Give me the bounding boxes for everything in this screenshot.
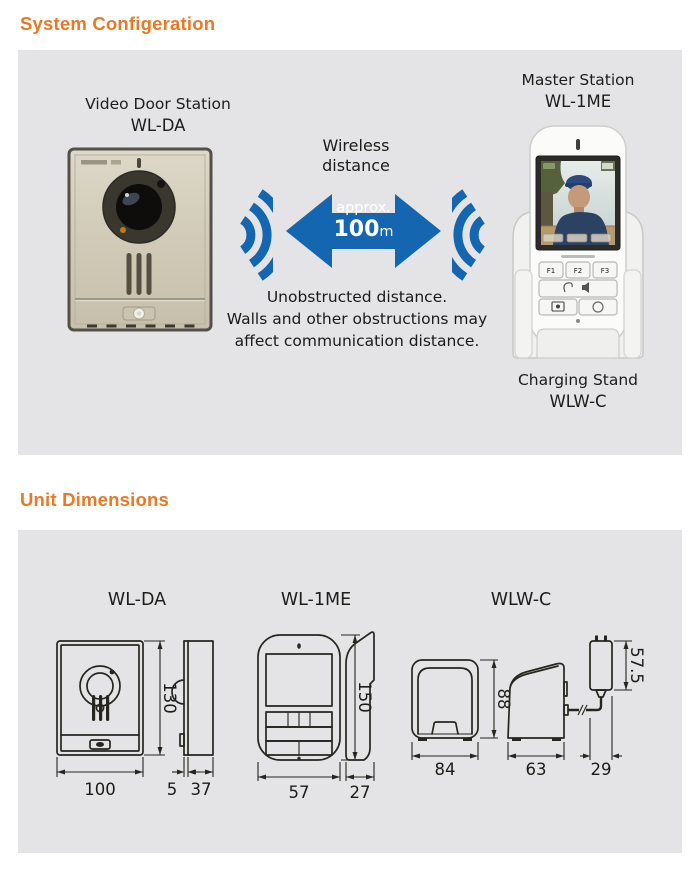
camera-led (120, 227, 126, 233)
monitor-icon (551, 301, 565, 312)
wl-da-dimension-drawing: 130 100 5 37 (56, 640, 214, 799)
talk-button (538, 279, 618, 298)
off-icon (592, 301, 604, 313)
master-station-label: Master Station WL-1ME (478, 70, 678, 112)
battery-indicator-icon (602, 163, 613, 169)
door-station-label: Video Door Station WL-DA (40, 94, 276, 136)
signal-waves-left-icon (239, 189, 273, 281)
wireless-distance-label: Wireless distance (256, 136, 456, 176)
cradle-front (536, 328, 620, 359)
wlw-c-height-value: 88 (494, 689, 513, 710)
f3-button (592, 261, 618, 279)
wlw-c-dimension-drawing: 88 84 63 57.5 (411, 635, 646, 779)
wl-da-width-value: 100 (84, 780, 116, 799)
wlw-c-adapter-height-value: 57.5 (627, 647, 646, 684)
master-station-label-line2: WL-1ME (544, 92, 612, 111)
master-station-image: F1 F2 F3 (512, 125, 644, 359)
handset-speaker-slot (576, 139, 580, 150)
f1-button-label: F1 (547, 267, 555, 275)
wireless-label-line2: distance (322, 156, 390, 175)
section-title-system-configuration: System Configeration (20, 13, 216, 34)
drain-slots (87, 324, 195, 328)
distance-note: Unobstructed distance. Walls and other o… (187, 286, 527, 352)
wl-da-depth-value: 37 (191, 780, 212, 799)
onscreen-buttons (542, 233, 612, 243)
wlw-c-title: WLW-C (490, 590, 552, 610)
wl-da-height-value: 130 (160, 682, 179, 714)
wireless-label-line1: Wireless (322, 136, 390, 155)
adapter-cable (568, 697, 603, 712)
charging-stand-label-line2: WLW-C (549, 392, 607, 411)
handset-brand-text (561, 255, 595, 258)
off-button (578, 298, 618, 316)
camera-lens (116, 184, 162, 230)
speaker-slot (146, 253, 152, 295)
distance-value: 100 (333, 216, 380, 242)
wl-1me-depth-value: 27 (350, 783, 371, 802)
man-face (568, 185, 590, 209)
handset-mic-dot (576, 319, 580, 323)
speaker-icon (585, 282, 589, 293)
wlw-c-width-value: 84 (435, 760, 456, 779)
f2-button-label: F2 (574, 267, 582, 275)
distance-unit: m (379, 223, 394, 240)
door-station-mic-slot (137, 158, 141, 168)
f2-button (565, 261, 591, 279)
f3-button-label: F3 (601, 267, 609, 275)
wlw-c-depth-value: 63 (526, 760, 547, 779)
wireless-distance-arrow (286, 194, 441, 268)
signal-waves-right-icon (452, 189, 486, 281)
wl-1me-title: WL-1ME (280, 590, 352, 610)
approx-label: approx. (336, 200, 391, 216)
wireless-distance-value: approx. 100m (284, 201, 443, 241)
wl-1me-width-value: 57 (289, 783, 310, 802)
note-line2: Walls and other obstructions may (226, 310, 488, 328)
wl-da-title: WL-DA (107, 590, 167, 610)
speaker-slot (136, 253, 142, 295)
door-station-logo (81, 160, 107, 165)
wlw-c-adapter-depth-value: 29 (591, 760, 612, 779)
door-station-label-line1: Video Door Station (85, 95, 231, 113)
handset-screen-image (541, 161, 615, 245)
f1-button (538, 261, 564, 279)
ac-adapter (589, 640, 613, 691)
master-station-label-line1: Master Station (521, 71, 635, 89)
speaker-slot (126, 253, 132, 295)
section-title-unit-dimensions: Unit Dimensions (20, 489, 169, 510)
unit-dimensions-panel: WL-DA WL-1ME WLW-C 130 100 (18, 530, 682, 853)
wl-1me-dimension-drawing: 150 57 27 (257, 631, 375, 802)
charging-stand-label-line1: Charging Stand (517, 371, 639, 389)
note-line3: affect communication distance. (234, 332, 480, 350)
stand-left-arm (514, 269, 533, 359)
door-station-label-line2: WL-DA (130, 116, 186, 135)
talk-icon (563, 282, 589, 293)
video-door-station-image (67, 147, 213, 332)
system-configuration-panel: Video Door Station WL-DA (18, 50, 682, 455)
charging-stand-label: Charging Stand WLW-C (478, 370, 678, 412)
stand-right-arm (623, 269, 642, 359)
note-line1: Unobstructed distance. (266, 288, 448, 306)
wl-da-plate-value: 5 (167, 780, 178, 799)
wl-1me-height-value: 150 (355, 681, 374, 713)
